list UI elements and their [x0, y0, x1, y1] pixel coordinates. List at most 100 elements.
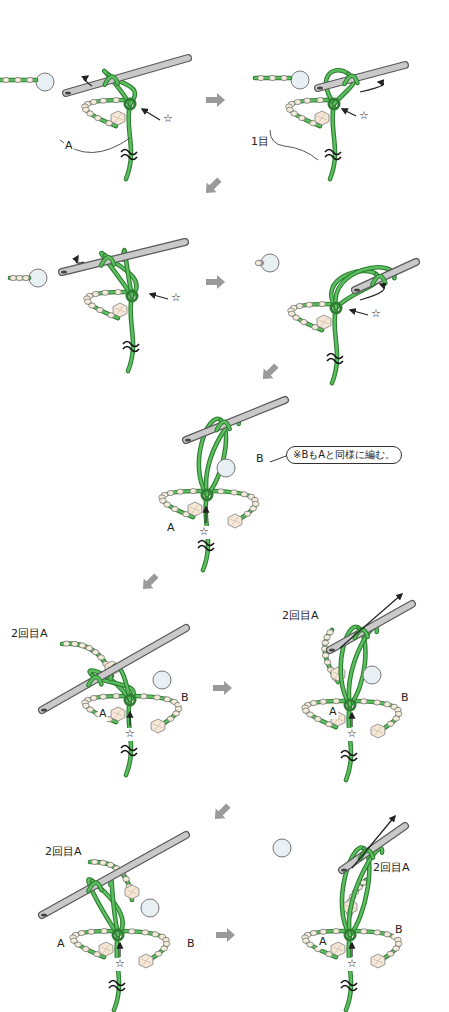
cord-outline [73, 931, 112, 957]
hook-outline [355, 262, 416, 290]
seed-bead [172, 506, 179, 511]
cord-outline [162, 491, 201, 517]
hook-outline [66, 58, 188, 93]
hex-bead [99, 942, 113, 956]
cord-outline [332, 308, 337, 383]
seed-bead [296, 303, 303, 308]
seed-bead [113, 97, 120, 102]
round-bead [363, 666, 381, 684]
hook-throat [41, 913, 47, 916]
seed-bead [115, 289, 122, 294]
step-panel [41, 835, 186, 1010]
seed-bead [393, 946, 400, 951]
hook-throat [341, 868, 347, 871]
break-mark [121, 155, 137, 160]
seed-bead [113, 693, 120, 698]
knot [202, 490, 212, 500]
cord-outline [360, 850, 373, 858]
seed-bead [75, 942, 82, 947]
crochet-hook [330, 604, 412, 650]
seed-bead [164, 697, 171, 702]
direction-arrow [150, 294, 168, 299]
direction-arrow [129, 712, 130, 726]
hex-bead [111, 707, 125, 721]
seed-bead [152, 932, 159, 937]
direction-arrow [340, 594, 402, 648]
part-label: B [255, 453, 265, 466]
hex-facet [115, 306, 125, 314]
direction-arrow [351, 943, 352, 957]
seed-bead [98, 655, 105, 660]
seed-bead [167, 716, 174, 721]
seed-bead [327, 630, 334, 635]
hook-outline [62, 242, 185, 272]
hex-bead [371, 954, 385, 968]
step-panel [10, 242, 185, 371]
hook-throat [354, 288, 360, 291]
seed-bead [102, 290, 109, 295]
seed-bead [95, 115, 102, 120]
hook-outline [42, 835, 186, 915]
cord [110, 878, 118, 935]
seed-bead [87, 707, 94, 712]
seed-bead [100, 98, 107, 103]
seed-bead [258, 75, 265, 80]
hex-bead [315, 111, 329, 125]
cord [87, 292, 126, 318]
cord [105, 76, 118, 84]
cord-outline [305, 931, 344, 957]
round-bead [153, 671, 171, 689]
seed-bead [319, 301, 326, 306]
part-label: A [64, 140, 74, 153]
crochet-hook [42, 835, 186, 915]
direction-arrow [205, 507, 206, 523]
cord-outline [10, 276, 29, 281]
cord-outline [372, 276, 385, 284]
seed-bead [333, 928, 340, 933]
cord [305, 701, 344, 727]
break-mark [325, 150, 341, 155]
hex-facet [317, 114, 327, 122]
seed-bead [90, 99, 97, 104]
seed-bead [141, 694, 148, 699]
hex-bead [139, 954, 153, 968]
seed-bead [177, 489, 184, 494]
seed-bead [86, 646, 93, 651]
seed-bead [83, 946, 90, 951]
seed-bead [241, 492, 248, 497]
cord [344, 76, 357, 84]
break-mark [341, 981, 357, 986]
part-label: ☆ [124, 728, 136, 741]
crochet-hook [355, 262, 416, 290]
cord [162, 491, 201, 517]
seed-bead [322, 653, 329, 658]
break-mark [109, 981, 125, 986]
hook-throat [185, 438, 191, 441]
cord-outline [85, 100, 124, 126]
cord-outline [344, 76, 357, 84]
hook-outline [42, 628, 186, 710]
flow-arrow [201, 175, 224, 198]
break-mark [327, 359, 343, 364]
hex-bead [111, 111, 125, 125]
hex-facet [230, 517, 240, 525]
flow-arrow [258, 361, 281, 384]
cord [114, 935, 119, 1010]
seed-bead [307, 712, 314, 717]
step-panel [41, 628, 186, 775]
knot [125, 99, 135, 109]
hex-facet [319, 318, 329, 326]
knot [345, 700, 355, 710]
break-mark [121, 746, 137, 751]
cord [217, 422, 230, 430]
cord-outline [126, 104, 131, 179]
crochet-hook [42, 628, 186, 710]
part-label: 1目 [250, 136, 270, 149]
seed-bead [123, 877, 130, 882]
cord [73, 931, 112, 957]
seed-bead [320, 699, 327, 704]
hex-facet [153, 722, 163, 730]
cord-outline [255, 76, 290, 81]
hex-bead [151, 719, 165, 733]
seed-bead [3, 77, 10, 82]
